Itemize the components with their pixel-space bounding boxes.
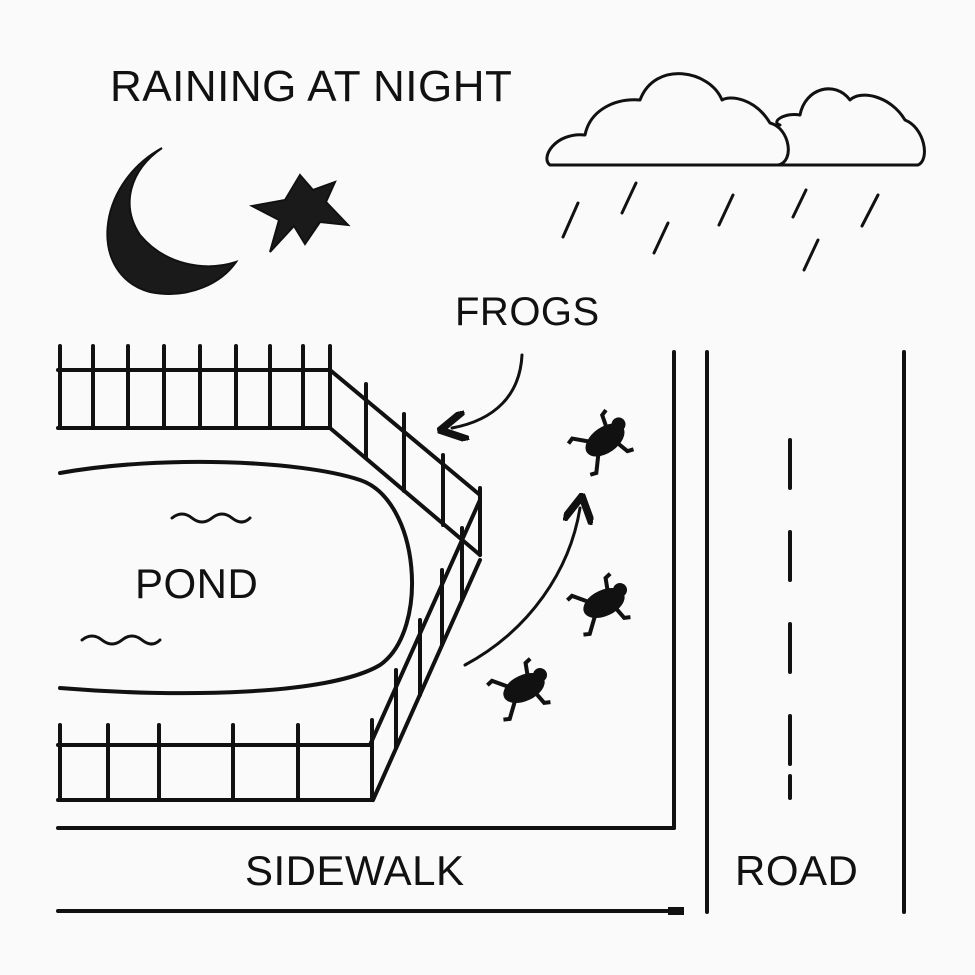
moon-icon bbox=[106, 147, 239, 295]
road-lines bbox=[705, 350, 906, 914]
rain-drops bbox=[561, 181, 880, 272]
fence-top bbox=[56, 344, 332, 430]
sidewalk-lines bbox=[56, 350, 684, 913]
fence-diagonal-upper bbox=[328, 368, 482, 557]
frog-icon bbox=[566, 572, 631, 637]
sidewalk-label: SIDEWALK bbox=[245, 847, 465, 894]
pond-label: POND bbox=[135, 560, 259, 607]
fence-diagonal-lower bbox=[368, 498, 482, 802]
frog-icon bbox=[566, 408, 635, 477]
star-icon bbox=[248, 173, 351, 253]
sidewalk-end-mark bbox=[668, 907, 684, 915]
frogs-pointer-arrow bbox=[452, 353, 524, 428]
fence-bottom bbox=[56, 718, 374, 802]
diagram-title: RAINING AT NIGHT bbox=[110, 62, 513, 111]
road-label: ROAD bbox=[735, 847, 859, 894]
pond-outline bbox=[58, 459, 415, 696]
frogs-label: FROGS bbox=[455, 290, 600, 334]
movement-arrow bbox=[463, 508, 580, 667]
pond-waves bbox=[80, 512, 252, 646]
cloud-icon bbox=[545, 72, 926, 167]
frog-icon bbox=[486, 657, 551, 722]
